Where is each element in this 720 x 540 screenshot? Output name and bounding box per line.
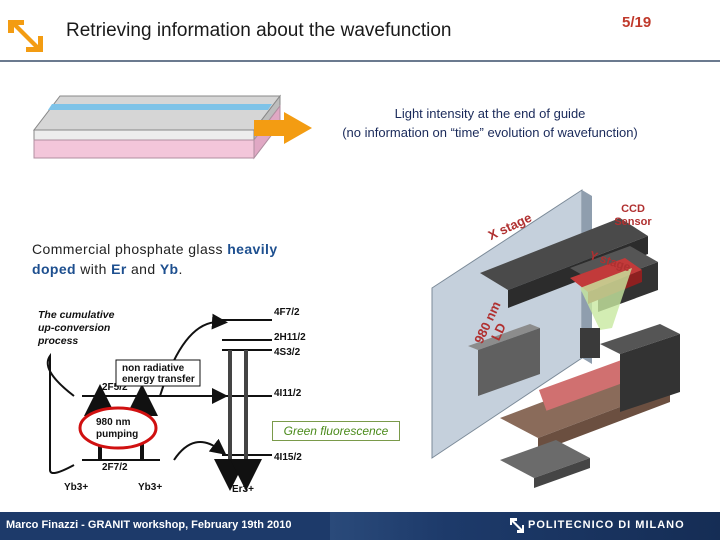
caption-line-1: Light intensity at the end of guide [394,106,586,121]
title-divider [0,60,720,62]
caption-line-2: (no information on “time” evolution of w… [342,125,638,140]
slide-title: Retrieving information about the wavefun… [66,20,452,41]
svg-text:pumping: pumping [96,429,138,440]
upconversion-caption: The cumulative up-conversion process [38,309,115,347]
svg-text:non radiative: non radiative [122,363,185,374]
svg-text:4S3/2: 4S3/2 [274,347,301,358]
svg-text:980 nm: 980 nm [96,417,131,428]
footer-author: Marco Finazzi - GRANIT workshop, Februar… [6,519,292,531]
politecnico-logo-icon [4,14,46,54]
glass-description-line-1: Commercial phosphate glass heavily [32,241,278,257]
waveguide-diagram [32,94,312,160]
svg-text:2H11/2: 2H11/2 [274,332,306,343]
green-fluorescence-label: Green fluorescence [272,421,400,441]
experimental-setup-diagram [431,189,680,488]
svg-text:2F7/2: 2F7/2 [102,462,128,473]
glass-description-line-2: doped with Er and Yb. [32,261,183,277]
energy-level-diagram: 4F7/2 2H11/2 4S3/2 4I11/2 4I15/2 2F5/2 2… [46,307,306,495]
footer-left-bar [0,512,330,540]
footer-right-bar [330,512,720,540]
ccd-sensor-label: CCD Sensor [614,203,652,228]
svg-text:Er3+: Er3+ [232,484,254,495]
arrow-right-icon [254,112,312,144]
page-number: 5/19 [622,14,652,31]
footer-institution: POLITECNICO DI MILANO [528,519,685,531]
pump-highlight-icon [78,406,158,450]
svg-text:energy transfer: energy transfer [122,374,195,385]
svg-text:Yb3+: Yb3+ [64,482,88,493]
svg-text:Yb3+: Yb3+ [138,482,162,493]
svg-text:4I11/2: 4I11/2 [274,388,302,399]
svg-text:4F7/2: 4F7/2 [274,307,300,318]
university-logo-icon [510,518,524,533]
svg-text:4I15/2: 4I15/2 [274,452,302,463]
